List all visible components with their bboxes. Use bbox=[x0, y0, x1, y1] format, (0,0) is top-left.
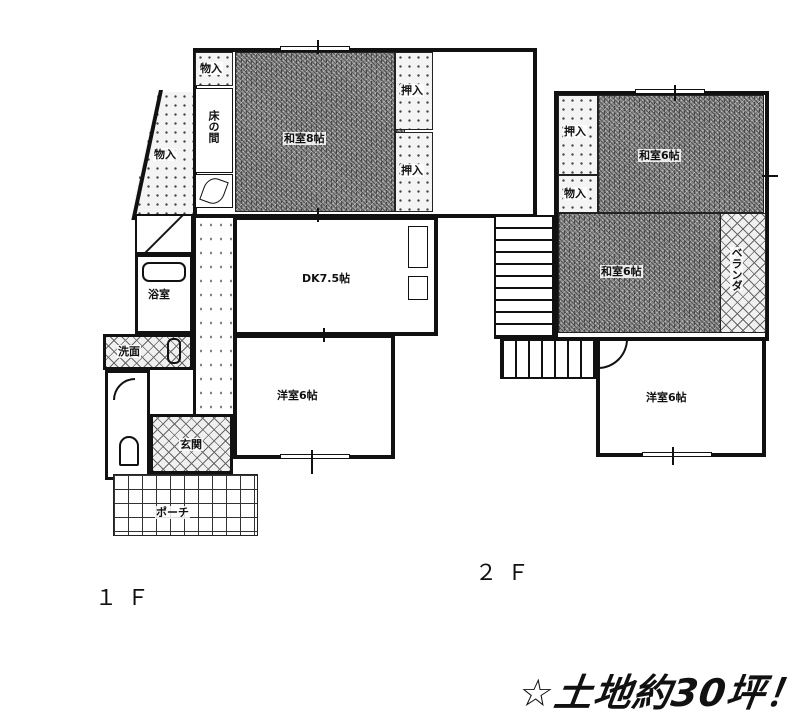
stairs-2f-lower bbox=[500, 339, 596, 379]
label-washitsu-b: 和室6帖 bbox=[600, 265, 643, 278]
label-storage-2f: 物入 bbox=[563, 187, 587, 200]
window-western-1f bbox=[280, 454, 350, 459]
label-storage-top-1f: 物入 bbox=[199, 62, 223, 75]
tick-1 bbox=[317, 40, 319, 54]
kitchen-sink-icon bbox=[408, 226, 428, 268]
window-washitsu-top bbox=[280, 46, 350, 51]
stove-icon bbox=[408, 276, 428, 300]
floor-label-2f: ２Ｆ bbox=[475, 560, 540, 585]
label-oshiire-1f-2: 押入 bbox=[400, 164, 424, 177]
label-porch: ポーチ bbox=[155, 506, 190, 519]
label-veranda: ベランダ bbox=[730, 247, 743, 291]
label-washitsu-1f: 和室8帖 bbox=[283, 132, 326, 145]
floor-plan-1f: 物入 床の間 和室8帖 押入 押入 物入 浴室 洗面 玄関 ポーチ DK7.5帖… bbox=[95, 40, 537, 540]
label-tokonoma: 床の間 bbox=[207, 110, 220, 143]
room-washitsu-b bbox=[558, 213, 724, 333]
room-western-2f bbox=[596, 337, 766, 457]
label-washitsu-a: 和室6帖 bbox=[638, 149, 681, 162]
label-entrance: 玄関 bbox=[179, 438, 203, 451]
room-porch bbox=[113, 474, 258, 536]
label-western-1f: 洋室6帖 bbox=[277, 389, 318, 402]
tick-2f-3 bbox=[672, 447, 674, 465]
tick-3 bbox=[323, 328, 325, 342]
floor-plan-2f: 押入 物入 和室6帖 和室6帖 ベランダ 洋室6帖 bbox=[490, 85, 780, 465]
tick-2f-1 bbox=[674, 85, 676, 101]
bathtub-icon bbox=[142, 262, 186, 282]
stairs-1f bbox=[135, 214, 193, 254]
label-bathroom: 浴室 bbox=[147, 288, 171, 301]
window-western-2f bbox=[642, 452, 712, 457]
window-2f-top bbox=[635, 89, 705, 94]
door-leaf-closet bbox=[195, 174, 233, 208]
floor-label-1f: １Ｆ bbox=[95, 585, 160, 610]
toilet-icon bbox=[119, 436, 139, 466]
room-veranda bbox=[720, 213, 766, 333]
tick-4 bbox=[311, 450, 313, 474]
label-dk: DK7.5帖 bbox=[302, 272, 351, 285]
label-oshiire-1f-1: 押入 bbox=[400, 84, 424, 97]
label-western-2f: 洋室6帖 bbox=[646, 391, 687, 404]
room-dk bbox=[233, 216, 438, 336]
slogan-land-area: ☆土地約30坪！ bbox=[516, 671, 805, 715]
label-washroom: 洗面 bbox=[117, 345, 141, 358]
room-washitsu-a bbox=[598, 95, 764, 213]
tick-2f-2 bbox=[762, 175, 778, 177]
tick-2 bbox=[317, 208, 319, 222]
room-entrance bbox=[150, 414, 233, 474]
label-oshiire-2f: 押入 bbox=[563, 125, 587, 138]
room-western-1f bbox=[233, 334, 395, 459]
stairs-2f-upper bbox=[494, 215, 554, 339]
label-storage-left-1f: 物入 bbox=[153, 148, 177, 161]
sink-icon bbox=[167, 338, 181, 364]
